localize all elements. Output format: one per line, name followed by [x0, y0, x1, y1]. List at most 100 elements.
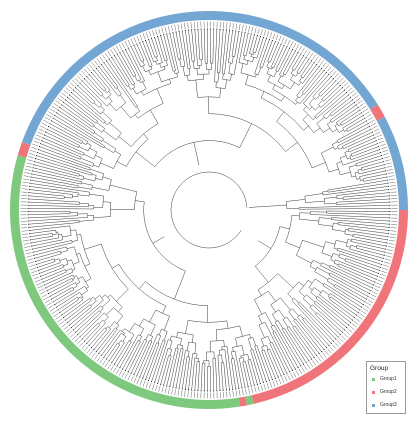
- tree-branch: [313, 127, 321, 133]
- tip-label: [370, 294, 377, 298]
- tree-branch: [261, 336, 268, 340]
- tree-branch: [145, 343, 160, 380]
- tree-branch: [103, 130, 117, 141]
- tree-branch: [169, 79, 172, 84]
- tree-branch: [169, 335, 172, 341]
- tree-branch: [343, 134, 374, 149]
- tree-branch: [157, 335, 161, 344]
- tree-branch: [299, 58, 310, 74]
- tip-label: [349, 89, 355, 95]
- tree-branch: [96, 327, 116, 352]
- tree-branch: [269, 343, 285, 375]
- tip-label: [380, 146, 387, 150]
- tree-branch: [314, 287, 322, 293]
- tree-branch: [180, 338, 182, 346]
- tree-branch: [344, 229, 346, 234]
- tip-label: [76, 75, 82, 80]
- tree-branch: [149, 340, 152, 342]
- tree-branch: [337, 129, 372, 147]
- tree-branch: [28, 217, 88, 222]
- tree-branch: [178, 31, 186, 67]
- tree-branch: [42, 137, 84, 156]
- tree-branch: [274, 331, 296, 370]
- tree-branch: [346, 245, 351, 248]
- tree-branch: [157, 334, 161, 336]
- tree-branch: [273, 324, 299, 368]
- tip-label: [306, 363, 311, 370]
- tree-branch: [118, 264, 166, 307]
- tree-branch: [261, 40, 273, 68]
- tip-label: [314, 358, 319, 364]
- tree-branch: [282, 319, 289, 328]
- tip-label: [57, 318, 63, 323]
- tree-branch: [331, 217, 390, 222]
- tree-branch: [90, 297, 94, 300]
- tree-branch: [57, 109, 94, 134]
- tree-branch: [232, 347, 234, 352]
- tree-branch: [171, 335, 182, 339]
- tree-branch: [116, 53, 135, 84]
- tip-label: [24, 168, 31, 171]
- tip-label: [389, 236, 396, 239]
- tree-branch: [247, 359, 251, 361]
- tree-branch: [323, 186, 389, 196]
- tree-branch: [309, 307, 317, 314]
- tip-point: [222, 389, 224, 391]
- tip-label: [260, 29, 263, 36]
- tree-branch: [271, 43, 282, 68]
- tree-branch: [69, 225, 72, 236]
- tree-branch: [258, 321, 266, 326]
- tip-label: [76, 340, 82, 345]
- tree-branch: [130, 46, 141, 68]
- tree-branch: [98, 319, 103, 325]
- tip-label: [187, 22, 189, 29]
- tree-branch: [104, 122, 108, 126]
- tree-branch: [63, 298, 90, 318]
- tree-branch: [82, 276, 89, 288]
- tree-branch: [179, 59, 182, 67]
- tip-label: [74, 77, 79, 83]
- tree-branch: [349, 164, 357, 168]
- tip-label: [142, 380, 146, 387]
- tree-branch: [246, 60, 249, 65]
- tree-branch: [294, 298, 300, 304]
- tree-branch: [195, 79, 198, 98]
- tree-branch: [337, 265, 376, 283]
- tree-branch: [358, 167, 386, 175]
- tree-branch: [128, 47, 145, 81]
- tree-branch: [164, 316, 170, 331]
- tree-branch: [316, 312, 341, 335]
- tree-branch: [73, 275, 77, 277]
- tree-branch: [142, 41, 153, 66]
- tree-branch: [67, 259, 72, 262]
- tree-branch: [352, 146, 379, 157]
- tree-branch: [254, 299, 263, 315]
- tree-branch: [133, 84, 136, 88]
- tree-branch: [336, 161, 342, 164]
- tip-label: [263, 383, 266, 390]
- tip-label: [380, 270, 387, 274]
- tree-branch: [122, 328, 125, 332]
- tree-branch: [328, 183, 389, 193]
- tip-label: [232, 23, 234, 30]
- tree-branch: [93, 102, 100, 108]
- tree-branch: [297, 317, 325, 350]
- tree-branch: [269, 348, 282, 377]
- tip-label: [275, 34, 279, 41]
- tree-branch: [249, 53, 254, 55]
- tree-branch: [342, 146, 344, 149]
- tree-branch: [247, 354, 250, 360]
- tip-label: [32, 273, 39, 277]
- tip-label: [110, 49, 114, 55]
- tree-branch: [86, 322, 106, 344]
- tree-branch: [330, 272, 370, 294]
- tip-label: [245, 25, 247, 32]
- tip-label: [51, 105, 57, 110]
- tree-branch: [145, 334, 149, 340]
- tree-branch: [94, 132, 104, 139]
- tree-branch: [107, 294, 111, 298]
- tip-label: [46, 302, 52, 306]
- tree-branch: [351, 143, 378, 155]
- tree-branch: [41, 140, 82, 158]
- tree-branch: [108, 96, 113, 102]
